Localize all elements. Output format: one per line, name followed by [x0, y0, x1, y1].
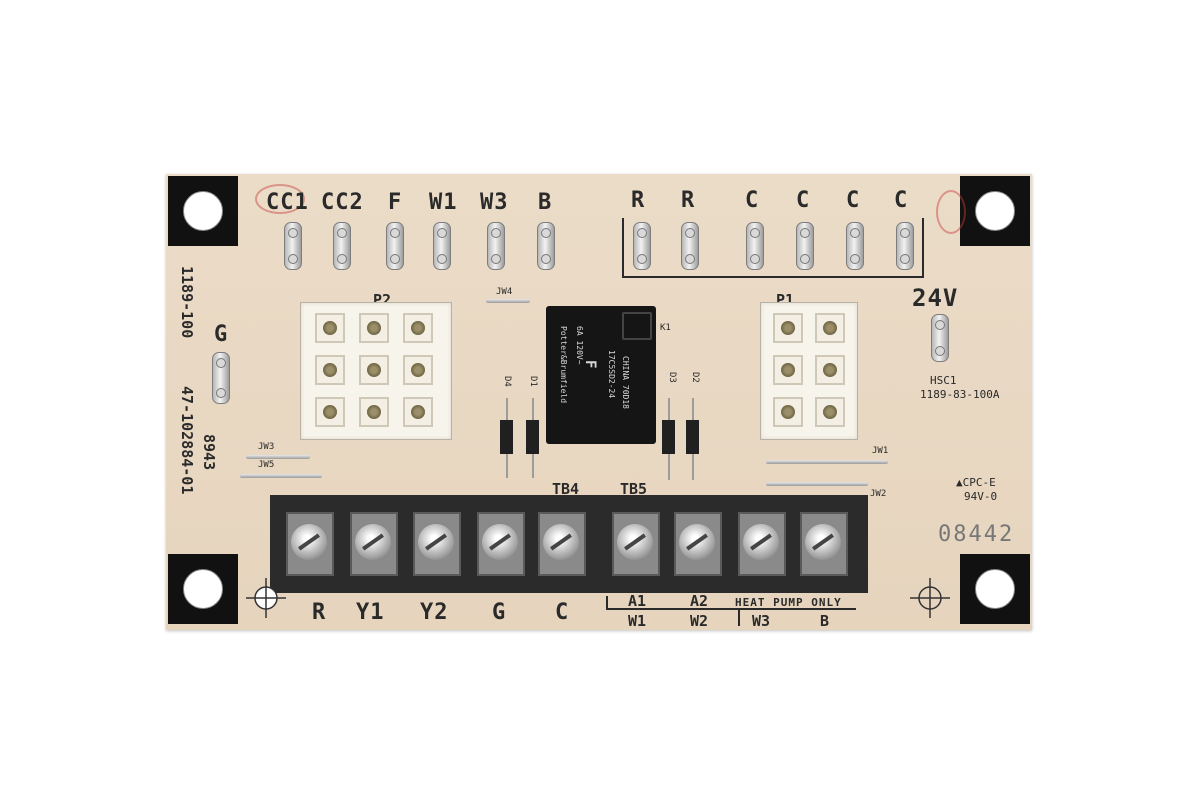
terminal-label-c-bottom: C: [555, 600, 570, 625]
g-label: G: [214, 322, 229, 347]
jumper-jw5: [240, 474, 322, 478]
terminal-group-outline: [622, 218, 924, 278]
d3-label: D3: [667, 372, 677, 383]
screw-terminal-c[interactable]: [538, 512, 586, 576]
spade-terminal-cc2[interactable]: [333, 222, 351, 270]
spade-terminal-c-1[interactable]: [746, 222, 764, 270]
spade-terminal-r-1[interactable]: [633, 222, 651, 270]
side-code-1: 1189-100: [178, 266, 196, 339]
spade-terminal-c-4[interactable]: [896, 222, 914, 270]
jw4-label: JW4: [496, 287, 513, 297]
jumper-jw4: [486, 299, 530, 303]
d4-label: D4: [502, 376, 512, 387]
jw2-label: JW2: [870, 489, 887, 499]
relay-logo-letter: F: [582, 360, 598, 369]
mounting-hole-bottom-left: [168, 554, 238, 624]
tb5-label: TB5: [620, 480, 648, 498]
jumper-jw1: [766, 460, 888, 464]
terminal-label-f: F: [388, 190, 403, 215]
ink-stamp: [936, 190, 966, 234]
spade-terminal-w1[interactable]: [433, 222, 451, 270]
cpc-label: ▲CPC-E: [956, 476, 996, 489]
screw-terminal-g[interactable]: [477, 512, 525, 576]
hsc-code: 1189-83-100A: [920, 388, 1000, 401]
spade-terminal-c-2[interactable]: [796, 222, 814, 270]
connector-p2[interactable]: [300, 302, 452, 440]
terminal-label-cc1: CC1: [266, 190, 309, 215]
terminal-label-c-4: C: [894, 188, 909, 213]
spade-terminal-w3[interactable]: [487, 222, 505, 270]
voltage-label: 24V: [912, 284, 959, 312]
terminal-label-r-bottom: R: [312, 600, 327, 625]
relay-origin: CHINA 70D18: [621, 356, 630, 409]
side-code-3: 8943: [200, 434, 218, 471]
screw-terminal-a2-w2[interactable]: [674, 512, 722, 576]
registration-mark-icon: [910, 578, 950, 618]
jumper-jw2: [766, 482, 868, 486]
screw-terminal-y1[interactable]: [350, 512, 398, 576]
spade-terminal-c-3[interactable]: [846, 222, 864, 270]
terminal-label-c-1: C: [745, 188, 760, 213]
side-code-2: 47-102884-01: [178, 386, 196, 495]
spade-terminal-b[interactable]: [537, 222, 555, 270]
relay-brand: Potter&Brumfield: [559, 326, 568, 404]
screw-terminal-b[interactable]: [800, 512, 848, 576]
relay-model: 17C5SD2-24: [607, 350, 616, 399]
terminal-label-w2-bottom: W2: [690, 612, 709, 630]
diode-d4: [500, 420, 513, 454]
rating-label: 94V-0: [964, 490, 998, 503]
jumper-jw3: [246, 455, 310, 459]
terminal-label-w3: W3: [480, 190, 509, 215]
spade-terminal-24v[interactable]: [931, 314, 949, 362]
terminal-label-c-2: C: [796, 188, 811, 213]
heat-pump-only-label: HEAT PUMP ONLY: [735, 596, 842, 609]
terminal-label-b: B: [538, 190, 553, 215]
terminal-label-c-3: C: [846, 188, 861, 213]
terminal-label-r-2: R: [681, 188, 696, 213]
terminal-label-a2: A2: [690, 592, 709, 610]
terminal-label-y2: Y2: [420, 600, 449, 625]
terminal-label-w1-bottom: W1: [628, 612, 647, 630]
screw-terminal-a1-w1[interactable]: [612, 512, 660, 576]
label-divider: [738, 610, 740, 626]
jw1-label: JW1: [872, 446, 889, 456]
screw-terminal-y2[interactable]: [413, 512, 461, 576]
screw-terminal-w3[interactable]: [738, 512, 786, 576]
spade-terminal-f[interactable]: [386, 222, 404, 270]
spade-terminal-g[interactable]: [212, 352, 230, 404]
terminal-label-cc2: CC2: [321, 190, 364, 215]
spade-terminal-cc1[interactable]: [284, 222, 302, 270]
relay-rating: 6A 120V~: [575, 326, 584, 365]
terminal-label-b-bottom: B: [820, 612, 830, 630]
terminal-label-y1: Y1: [356, 600, 385, 625]
screw-terminal-r[interactable]: [286, 512, 334, 576]
relay-k1: 17C5SD2-24 F Potter&Brumfield 6A 120V~ C…: [546, 306, 656, 444]
diode-d2: [686, 420, 699, 454]
ink-stamp: [255, 184, 305, 214]
k1-label: K1: [660, 323, 671, 333]
diode-d3: [662, 420, 675, 454]
mounting-hole-top-left: [168, 176, 238, 246]
tb4-label: TB4: [552, 480, 580, 498]
heat-pump-bracket: [606, 596, 856, 610]
terminal-label-g-bottom: G: [492, 600, 507, 625]
jw5-label: JW5: [258, 460, 275, 470]
mounting-hole-bottom-right: [960, 554, 1030, 624]
d1-label: D1: [528, 376, 538, 387]
mounting-hole-top-right: [960, 176, 1030, 246]
spade-terminal-r-2[interactable]: [681, 222, 699, 270]
d2-label: D2: [690, 372, 700, 383]
terminal-label-w3-bottom: W3: [752, 612, 771, 630]
hsc-label: HSC1: [930, 374, 957, 387]
terminal-label-r-1: R: [631, 188, 646, 213]
connector-p1[interactable]: [760, 302, 858, 440]
jw3-label: JW3: [258, 442, 275, 452]
terminal-label-a1: A1: [628, 592, 647, 610]
registration-mark-icon: [246, 578, 286, 618]
terminal-label-w1: W1: [429, 190, 458, 215]
serial-number: 08442: [938, 522, 1015, 547]
diode-d1: [526, 420, 539, 454]
